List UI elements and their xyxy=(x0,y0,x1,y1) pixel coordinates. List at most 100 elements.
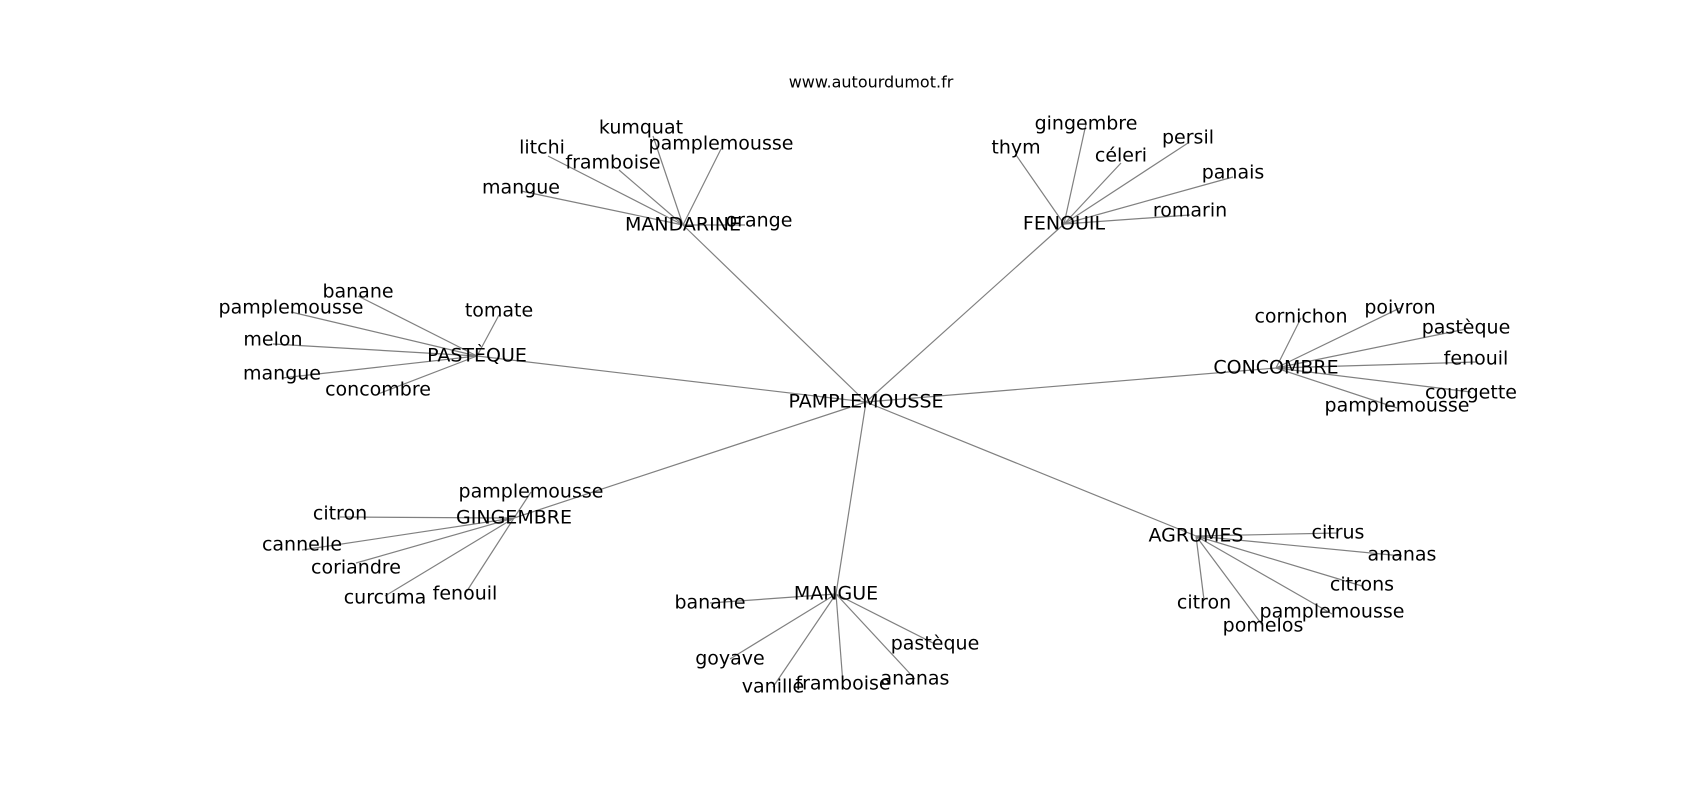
edge-hub-to-leaf xyxy=(1195,535,1205,601)
leaf-node[interactable]: vanille xyxy=(742,676,804,698)
edge-hub-to-leaf xyxy=(1195,535,1333,615)
hub-node[interactable]: MANGUE xyxy=(794,583,878,605)
edge-hub-to-leaf xyxy=(290,311,478,357)
leaf-node[interactable]: coriandre xyxy=(311,557,401,579)
edge-hub-to-leaf xyxy=(384,517,515,597)
hub-node[interactable]: GINGEMBRE xyxy=(456,507,572,529)
edge-hub-to-leaf xyxy=(618,169,684,226)
leaf-node[interactable]: panais xyxy=(1202,162,1265,184)
edge-hub-to-leaf xyxy=(835,593,844,685)
edge-hub-to-leaf xyxy=(709,593,837,604)
leaf-node[interactable]: fenouil xyxy=(433,583,498,605)
leaf-node[interactable]: mangue xyxy=(482,177,560,199)
edge-hub-to-leaf xyxy=(301,517,515,551)
leaf-node[interactable]: banane xyxy=(322,281,393,303)
edge-hub-to-leaf xyxy=(1063,123,1087,225)
leaf-node[interactable]: pomelos xyxy=(1223,615,1304,637)
hub-node[interactable]: AGRUMES xyxy=(1149,525,1244,547)
leaf-node[interactable]: pamplemousse xyxy=(459,481,604,503)
leaf-node[interactable]: tomate xyxy=(465,300,533,322)
edge-hub-to-leaf xyxy=(1275,328,1467,369)
leaf-node[interactable]: kumquat xyxy=(599,117,683,139)
leaf-node[interactable]: melon xyxy=(243,329,302,351)
leaf-node[interactable]: pamplemousse xyxy=(1325,395,1470,417)
edge-root-to-hub xyxy=(865,367,1277,403)
edge-hub-to-leaf xyxy=(357,295,478,357)
leaf-node[interactable]: curcuma xyxy=(344,587,427,609)
edge-hub-to-leaf xyxy=(547,155,684,226)
leaf-node[interactable]: pamplemousse xyxy=(219,297,364,319)
leaf-node[interactable]: pastèque xyxy=(1422,317,1511,339)
edge-hub-to-leaf xyxy=(1015,154,1065,225)
leaf-node[interactable]: persil xyxy=(1162,127,1214,149)
edge-hub-to-leaf xyxy=(652,135,684,226)
hub-node[interactable]: FENOUIL xyxy=(1023,213,1106,235)
leaf-node[interactable]: courgette xyxy=(1425,382,1517,404)
edge-root-to-hub xyxy=(865,223,1065,403)
leaf-node[interactable]: thym xyxy=(991,137,1040,159)
edge-hub-to-leaf xyxy=(1275,361,1477,369)
hub-node[interactable]: PASTÈQUE xyxy=(427,344,527,367)
leaf-node[interactable]: gingembre xyxy=(1035,113,1138,135)
edge-hub-to-leaf xyxy=(1195,532,1339,537)
leaf-node[interactable]: citron xyxy=(313,503,367,525)
edge-hub-to-leaf xyxy=(1275,317,1302,369)
leaf-node[interactable]: cannelle xyxy=(262,534,342,556)
edge-hub-to-leaf xyxy=(377,355,478,395)
edge-root-to-hub xyxy=(513,401,867,519)
edge-hub-to-leaf xyxy=(1063,214,1191,225)
edge-hub-to-leaf xyxy=(729,593,837,660)
leaf-node[interactable]: cornichon xyxy=(1254,306,1347,328)
edge-hub-to-leaf xyxy=(1063,142,1189,225)
edge-hub-to-leaf xyxy=(339,516,515,519)
edge-hub-to-leaf xyxy=(835,593,916,680)
edge-hub-to-leaf xyxy=(355,517,515,564)
edge-root-to-hub xyxy=(476,355,867,403)
leaf-node[interactable]: goyave xyxy=(695,648,765,670)
leaf-node[interactable]: framboise xyxy=(795,673,890,695)
leaf-node[interactable]: litchi xyxy=(519,137,565,159)
edge-hub-to-leaf xyxy=(1275,307,1401,369)
hub-node[interactable]: CONCOMBRE xyxy=(1213,357,1338,379)
edge-hub-to-leaf xyxy=(520,190,684,226)
leaf-node[interactable]: fenouil xyxy=(1444,348,1509,370)
root-node[interactable]: PAMPLEMOUSSE xyxy=(788,391,943,413)
edge-hub-to-leaf xyxy=(835,593,936,645)
edge-hub-to-leaf xyxy=(464,517,515,595)
edge-root-to-hub xyxy=(682,224,867,403)
edge-root-to-hub xyxy=(865,401,1197,537)
leaf-node[interactable]: ananas xyxy=(881,668,950,690)
leaf-node[interactable]: pastèque xyxy=(891,633,980,655)
edge-hub-to-leaf xyxy=(1063,176,1234,225)
edge-hub-to-leaf xyxy=(281,355,478,379)
edge-hub-to-leaf xyxy=(682,148,722,226)
edge-hub-to-leaf xyxy=(476,314,500,357)
source-url[interactable]: www.autourdumot.fr xyxy=(789,73,954,92)
leaf-node[interactable]: mangue xyxy=(243,363,321,385)
edge-root-to-hub xyxy=(835,401,867,595)
leaf-node[interactable]: concombre xyxy=(325,379,431,401)
leaf-node[interactable]: ananas xyxy=(1368,544,1437,566)
leaf-node[interactable]: framboise xyxy=(565,152,660,174)
edge-hub-to-leaf xyxy=(1275,367,1472,393)
graph-edges xyxy=(272,123,1477,688)
leaf-node[interactable]: orange xyxy=(726,210,793,232)
leaf-node[interactable]: citrons xyxy=(1330,574,1394,596)
graph-labels: kumquatpamplemousselitchiframboisemangue… xyxy=(219,73,1517,698)
leaf-node[interactable]: poivron xyxy=(1364,297,1435,319)
leaf-node[interactable]: banane xyxy=(674,592,745,614)
leaf-node[interactable]: citron xyxy=(1177,592,1231,614)
edge-hub-to-leaf xyxy=(1195,535,1403,557)
edge-hub-to-leaf xyxy=(1195,535,1264,627)
leaf-node[interactable]: pamplemousse xyxy=(1260,601,1405,623)
leaf-node[interactable]: pamplemousse xyxy=(649,133,794,155)
hub-node[interactable]: MANDARINE xyxy=(625,214,741,236)
edge-hub-to-leaf xyxy=(772,593,837,688)
edge-hub-to-leaf xyxy=(513,491,532,519)
leaf-node[interactable]: céleri xyxy=(1095,145,1147,167)
edge-hub-to-leaf xyxy=(272,343,478,357)
edge-hub-to-leaf xyxy=(1063,162,1122,225)
leaf-node[interactable]: romarin xyxy=(1153,200,1227,222)
leaf-node[interactable]: citrus xyxy=(1312,522,1365,544)
